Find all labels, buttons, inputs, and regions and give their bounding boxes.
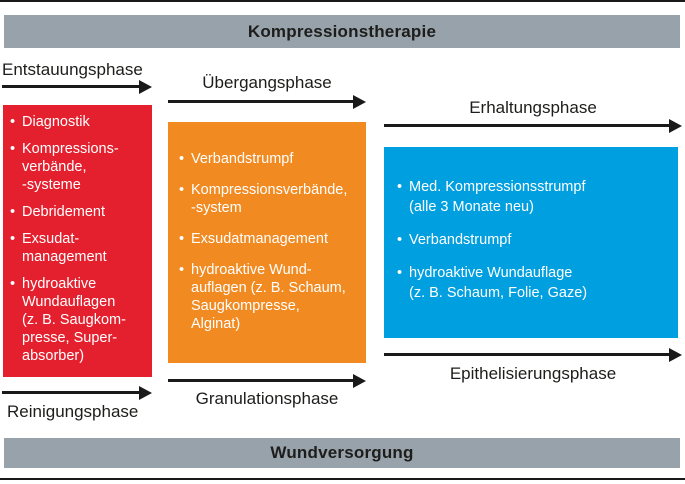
- header-banner: Kompressionstherapie: [4, 15, 680, 48]
- list-item: • Kompressions- verbände, -systeme: [10, 140, 148, 194]
- arrow-head: [353, 374, 366, 388]
- entstauung-list: • Diagnostik • Kompressions- verbände, -sy…: [10, 113, 148, 365]
- list-item: • Exsudatmanagement: [179, 230, 362, 248]
- box-uebergangsphase: • Verbandstrumpf • Kompressionsverbände, -…: [168, 122, 366, 363]
- header-banner-title: Kompressionstherapie: [247, 21, 437, 41]
- arrow-right-icon: [384, 348, 682, 362]
- bullet-icon: •: [179, 231, 185, 247]
- list-item-text: hydroaktive Wund- auflagen (z. B. Schaum…: [191, 262, 346, 332]
- list-item-text: Med. Kompressionsstrumpf (alle 3 Monate …: [409, 179, 586, 215]
- bullet-icon: •: [10, 141, 16, 157]
- phase-label-epithelisierungsphase: Epithelisierungsphase: [449, 364, 617, 383]
- arrow-line: [2, 85, 140, 88]
- list-item-text: Verbandstrumpf: [409, 232, 512, 248]
- arrow-right-icon: [168, 374, 366, 388]
- bullet-icon: •: [179, 151, 185, 167]
- phase-label-entstauungsphase: Entstauungsphase: [2, 60, 143, 79]
- arrow-right-icon: [384, 119, 682, 133]
- phase-label-reinigungsphase: Reinigungsphase: [7, 402, 139, 421]
- list-item-text: Kompressionsverbände, -system: [191, 182, 348, 216]
- bullet-icon: •: [397, 179, 403, 195]
- bullet-icon: •: [10, 276, 16, 292]
- list-item: • Debridement: [10, 203, 148, 221]
- list-item-text: Exsudat- management: [22, 231, 107, 265]
- bullet-icon: •: [10, 231, 16, 247]
- box-erhaltungsphase: • Med. Kompressionsstrumpf (alle 3 Monate…: [384, 147, 678, 338]
- box-entstauungsphase: • Diagnostik • Kompressions- verbände, -sy…: [3, 105, 152, 377]
- list-item-text: Verbandstrumpf: [191, 151, 294, 167]
- bullet-icon: •: [10, 204, 16, 220]
- arrow-head: [669, 348, 682, 362]
- bullet-icon: •: [397, 232, 403, 248]
- list-item: • Med. Kompressionsstrumpf (alle 3 Monate…: [397, 177, 674, 217]
- arrow-line: [384, 124, 670, 127]
- list-item: • Exsudat- management: [10, 230, 148, 266]
- arrow-head: [353, 95, 366, 109]
- arrow-right-icon: [168, 95, 366, 109]
- arrow-right-icon: [2, 80, 152, 94]
- phase-label-erhaltungsphase: Erhaltungsphase: [469, 98, 597, 117]
- bullet-icon: •: [179, 182, 185, 198]
- list-item: • Diagnostik: [10, 113, 148, 131]
- top-rule: [0, 0, 685, 2]
- bullet-icon: •: [10, 114, 16, 130]
- arrow-head: [139, 386, 152, 400]
- bullet-icon: •: [397, 265, 403, 281]
- list-item: • Verbandstrumpf: [397, 230, 674, 250]
- list-item-text: Exsudatmanagement: [191, 231, 329, 247]
- list-item: • Verbandstrumpf: [179, 150, 362, 168]
- bottom-rule: [0, 478, 685, 480]
- arrow-head: [669, 119, 682, 133]
- arrow-right-icon: [2, 386, 152, 400]
- list-item: • Kompressionsverbände, -system: [179, 181, 362, 217]
- list-item-text: Kompressions- verbände, -systeme: [22, 141, 119, 193]
- list-item: • hydroaktive Wundauflagen (z. B. Saugkom…: [10, 275, 148, 365]
- list-item-text: Diagnostik: [22, 114, 90, 130]
- list-item: • hydroaktive Wund- auflagen (z. B. Schau…: [179, 261, 362, 333]
- phase-label-uebergangsphase: Übergangsphase: [202, 73, 332, 92]
- erhaltung-list: • Med. Kompressionsstrumpf (alle 3 Monate…: [397, 177, 674, 303]
- arrow-line: [384, 353, 670, 356]
- footer-banner-title: Wundversorgung: [270, 443, 414, 462]
- list-item-text: Debridement: [22, 204, 106, 220]
- arrow-head: [139, 80, 152, 94]
- list-item-text: hydroaktive Wundauflage (z. B. Schaum, F…: [409, 265, 588, 301]
- arrow-line: [168, 100, 354, 103]
- phase-label-granulationsphase: Granulationsphase: [195, 389, 339, 408]
- arrow-line: [168, 379, 354, 382]
- footer-banner: Wundversorgung: [4, 438, 680, 468]
- list-item-text: hydroaktive Wundauflagen (z. B. Saugkom-…: [22, 276, 126, 364]
- arrow-line: [2, 391, 140, 394]
- list-item: • hydroaktive Wundauflage (z. B. Schaum, …: [397, 263, 674, 303]
- uebergang-list: • Verbandstrumpf • Kompressionsverbände, -…: [179, 150, 362, 333]
- bullet-icon: •: [179, 262, 185, 278]
